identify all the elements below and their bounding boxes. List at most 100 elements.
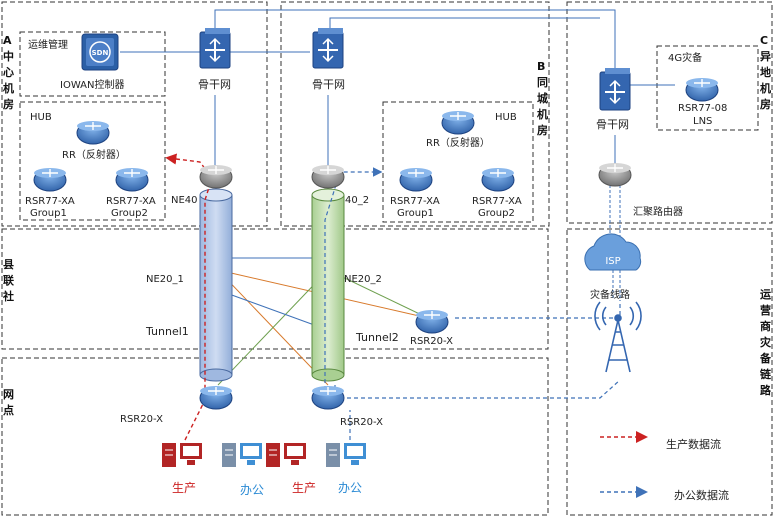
svg-text:联: 联 <box>3 273 14 287</box>
router-rsr77-b2 <box>481 168 515 192</box>
svg-text:中: 中 <box>3 49 14 63</box>
zone-b-box <box>280 1 550 227</box>
zone-branch-label: 网 点 <box>3 388 14 417</box>
ops-mgmt-box <box>19 31 166 97</box>
lns-label: RSR77-08 <box>678 103 727 114</box>
rsr77-a2-label: RSR77-XA <box>106 196 156 207</box>
svg-text:链: 链 <box>760 367 772 381</box>
router-rr-b <box>441 111 475 135</box>
rsr20-mid-label: RSR20-X <box>340 417 383 428</box>
rsr77-a1-group: Group1 <box>30 208 67 219</box>
rr-a-label: RR（反射器） <box>62 149 126 161</box>
prod2-label: 生产 <box>292 481 316 495</box>
router-rsr77-a1 <box>33 168 67 192</box>
zone-c-label: C 异 地 机 房 <box>760 34 771 111</box>
ne20-1-label: NE20_1 <box>146 274 184 285</box>
aggregation-links <box>609 185 621 300</box>
svg-text:机: 机 <box>760 81 771 95</box>
office-data-flow <box>324 167 621 440</box>
production-data-flow <box>165 153 213 441</box>
router-rsr77-b1 <box>399 168 433 192</box>
server-icon <box>266 443 280 467</box>
backbone-switch-b <box>312 28 344 69</box>
router-rsr20-right <box>415 310 449 334</box>
svg-text:营: 营 <box>760 303 771 317</box>
zone-county-label: 县 联 社 <box>2 258 14 303</box>
svg-text:地: 地 <box>760 65 771 79</box>
svg-text:C: C <box>760 34 768 47</box>
svg-text:商: 商 <box>760 319 771 333</box>
router-rsr20-left <box>199 386 233 410</box>
svg-text:房: 房 <box>760 97 771 111</box>
rsr77-a1-label: RSR77-XA <box>25 196 75 207</box>
office1-label: 办公 <box>240 482 264 497</box>
svg-text:房: 房 <box>537 123 548 137</box>
svg-text:网: 网 <box>3 388 14 401</box>
svg-text:备: 备 <box>759 351 772 365</box>
svg-text:SDN: SDN <box>92 49 109 57</box>
router-rsr20-mid <box>311 386 345 410</box>
monitor-icon <box>344 443 366 465</box>
iowan-label: IOWAN控制器 <box>60 78 124 91</box>
backbone-c-label: 骨干网 <box>596 118 629 131</box>
disaster-4g-box <box>656 45 759 131</box>
router-rsr77-a2 <box>115 168 149 192</box>
zone-b-label: B 同 城 机 房 <box>537 60 548 137</box>
svg-text:异: 异 <box>760 50 771 63</box>
zone-carrier-box <box>566 228 773 516</box>
backbone-a-label: 骨干网 <box>198 78 231 91</box>
backup-line-label: 灾备线路 <box>590 288 630 301</box>
zone-a-box <box>1 1 268 227</box>
rsr20-right-label: RSR20-X <box>410 336 453 347</box>
backbone-switch-a <box>199 28 231 69</box>
server-icon <box>222 443 236 467</box>
ops-mgmt-label: 运维管理 <box>28 38 68 51</box>
office2-label: 办公 <box>338 480 362 495</box>
rsr77-b1-group: Group1 <box>397 208 434 219</box>
router-aggregation <box>598 163 632 187</box>
tunnel1-label: Tunnel1 <box>145 325 189 338</box>
ne20-2-label: NE20_2 <box>344 274 382 285</box>
legend-office-label: 办公数据流 <box>674 488 729 502</box>
isp-cloud-icon <box>584 233 642 271</box>
svg-text:A: A <box>3 34 12 47</box>
router-ne40-1 <box>199 165 233 189</box>
rsr77-a2-group: Group2 <box>111 208 148 219</box>
svg-text:路: 路 <box>760 383 772 397</box>
legend-production-label: 生产数据流 <box>666 437 721 451</box>
wireless-tower-icon <box>594 301 642 373</box>
router-ne40-2 <box>311 165 345 189</box>
hub-b-label: HUB <box>495 112 517 123</box>
backbone-switch-c <box>599 68 631 111</box>
svg-text:社: 社 <box>2 289 14 303</box>
backbone-b-label: 骨干网 <box>312 78 345 91</box>
svg-text:城: 城 <box>537 91 548 105</box>
ne40-1-label: NE40 <box>171 195 198 206</box>
disaster-4g-label: 4G灾备 <box>668 51 702 64</box>
svg-text:心: 心 <box>3 66 14 79</box>
zone-c-box <box>566 1 773 224</box>
svg-text:县: 县 <box>3 258 14 271</box>
prod1-label: 生产 <box>172 481 196 495</box>
rr-b-label: RR（反射器） <box>426 137 490 149</box>
router-rr-a <box>76 121 110 145</box>
tunnel2-label: Tunnel2 <box>355 331 399 344</box>
rsr77-b2-label: RSR77-XA <box>472 196 522 207</box>
hub-a-box <box>19 101 166 221</box>
aggregation-label: 汇聚路由器 <box>633 205 683 218</box>
ne40-2-label: 40_2 <box>345 195 369 206</box>
iowan-controller: SDN <box>81 33 119 71</box>
monitor-icon <box>284 443 306 465</box>
svg-text:机: 机 <box>537 107 548 121</box>
zone-branch-box <box>1 357 549 516</box>
monitor-icon <box>180 443 202 465</box>
lns-sub-label: LNS <box>693 116 712 127</box>
svg-text:点: 点 <box>3 403 14 417</box>
backbone-links <box>120 9 675 165</box>
isp-label: ISP <box>605 256 620 267</box>
svg-text:运: 运 <box>760 288 771 301</box>
monitor-icon <box>240 443 262 465</box>
rsr77-b2-group: Group2 <box>478 208 515 219</box>
svg-text:房: 房 <box>3 97 14 111</box>
